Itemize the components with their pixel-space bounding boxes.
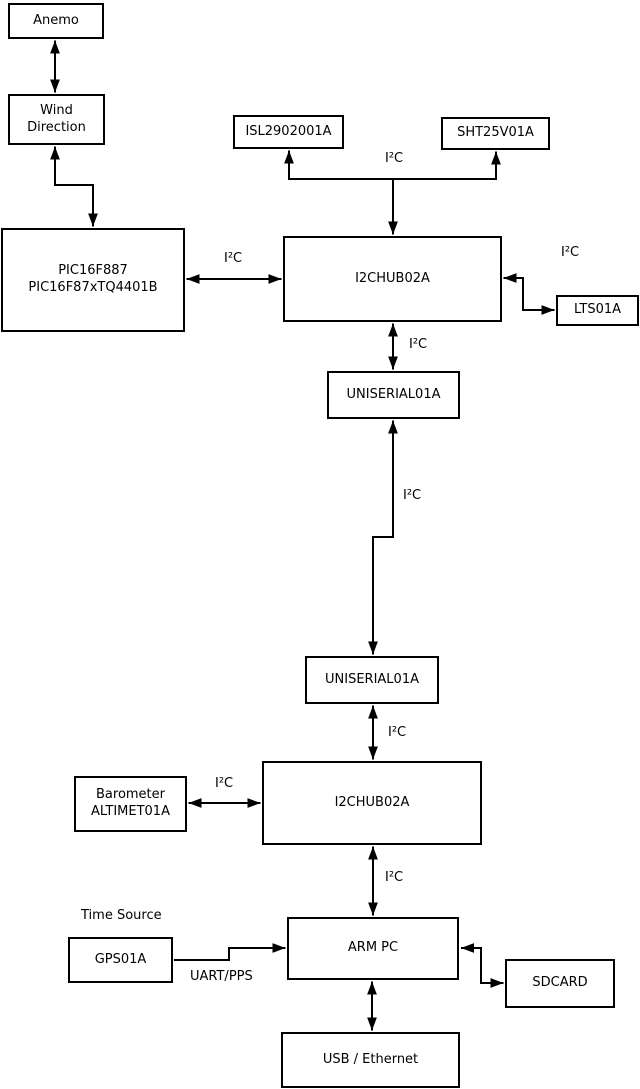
node-label: UNISERIAL01A	[325, 671, 419, 687]
node-gps01a: GPS01A	[68, 937, 173, 983]
node-wind-direction: Wind Direction	[8, 94, 105, 145]
node-uniserial-1: UNISERIAL01A	[327, 371, 460, 419]
edge-bus-sht	[393, 151, 501, 180]
node-label: PIC16F887 PIC16F87xTQ4401B	[28, 263, 158, 295]
node-usb-ethernet: USB / Ethernet	[281, 1032, 460, 1088]
node-label: ARM PC	[347, 940, 399, 956]
node-label: USB / Ethernet	[322, 1051, 419, 1067]
edge-bus-isl	[284, 150, 393, 180]
node-label: SHT25V01A	[457, 125, 534, 141]
node-sht25v01a: SHT25V01A	[441, 117, 550, 150]
node-label: UNISERIAL01A	[346, 386, 441, 402]
edge-label-i2c-hub1-lts: I²C	[561, 245, 580, 260]
node-sdcard: SDCARD	[505, 959, 615, 1008]
edge-label-i2c-pic-hub1: I²C	[224, 251, 243, 266]
edge-label-uart-pps: UART/PPS	[190, 969, 253, 984]
node-lts01a: LTS01A	[556, 295, 639, 326]
edge-label-i2c-barometer-hub2: I²C	[215, 776, 234, 791]
edge-hub1-lts	[503, 273, 555, 315]
edge-wind-pic	[50, 146, 98, 227]
node-isl2902001a: ISL2902001A	[233, 115, 344, 149]
node-uniserial-2: UNISERIAL01A	[305, 656, 439, 704]
node-label: ISL2902001A	[245, 123, 332, 139]
edge-gps-armpc	[174, 943, 286, 961]
node-label: I2CHUB02A	[334, 794, 410, 810]
edge-label-i2c-hub2-armpc: I²C	[385, 870, 404, 885]
node-label: SDCARD	[532, 975, 588, 991]
node-label: GPS01A	[94, 951, 147, 967]
node-label: Barometer ALTIMET01A	[91, 787, 170, 819]
edge-label-time-source: Time Source	[81, 908, 162, 923]
node-label: LTS01A	[573, 302, 622, 318]
edge-armpc-sdcard	[461, 943, 504, 988]
node-barometer-altimeter: Barometer ALTIMET01A	[74, 776, 187, 832]
node-anemometer: Anemo	[8, 3, 104, 39]
edge-label-i2c-hub1-uniserial1: I²C	[409, 337, 428, 352]
node-label: I2CHUB02A	[355, 270, 430, 286]
node-arm-pc: ARM PC	[287, 917, 459, 980]
node-i2c-hub-1: I2CHUB02A	[283, 236, 502, 322]
edge-label-i2c-uniserial-link: I²C	[403, 488, 422, 503]
edge-uniserial1-uniserial2	[368, 420, 398, 655]
node-label: Wind Direction	[27, 102, 86, 135]
edge-label-i2c-sensor-bus: I²C	[385, 151, 404, 166]
node-i2c-hub-2: I2CHUB02A	[262, 761, 482, 845]
edge-label-i2c-uniserial2-hub2: I²C	[388, 725, 407, 740]
node-label: Anemo	[33, 12, 79, 28]
node-pic-microcontroller: PIC16F887 PIC16F87xTQ4401B	[1, 228, 185, 332]
